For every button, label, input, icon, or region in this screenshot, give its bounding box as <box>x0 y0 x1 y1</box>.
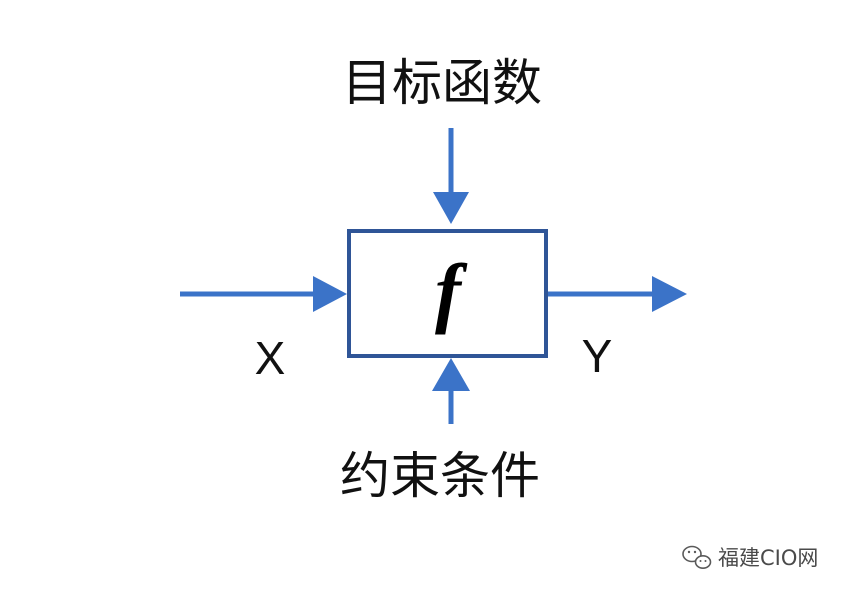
input-label: X <box>255 332 286 384</box>
objective-function-label: 目标函数 <box>342 54 542 112</box>
function-box <box>347 229 548 358</box>
output-label: Y <box>582 330 613 382</box>
output-arrow <box>548 276 687 312</box>
watermark-text: 福建CIO网 <box>718 546 818 570</box>
watermark: 福建CIO网 <box>682 545 818 570</box>
input-arrow <box>180 276 347 312</box>
objective-arrow <box>433 128 469 224</box>
constraint-label: 约束条件 <box>340 447 540 505</box>
constraint-arrow <box>432 358 470 424</box>
wechat-icon <box>682 545 712 569</box>
